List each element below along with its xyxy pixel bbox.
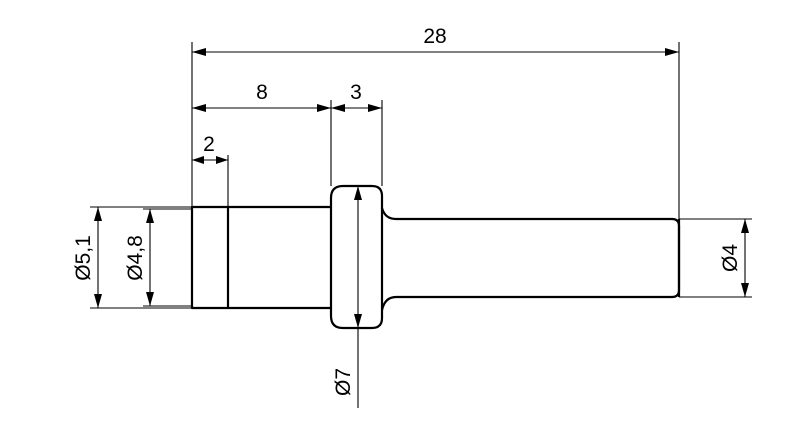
dimension-overall-length: 28 [192,25,679,56]
dimension-diameter-shaft: Ø4 [719,219,749,297]
dimension-diameter-step: Ø4,8 [124,209,154,306]
dimension-label-diameter-step: Ø4,8 [124,235,147,281]
dimension-label-diameter-outer: Ø5,1 [72,235,95,281]
collar-outline [329,184,384,330]
dimension-label-collar-width: 3 [350,81,362,104]
extension-lines [90,42,752,309]
step-segment-outline [190,205,230,310]
dimension-label-step: 2 [203,133,215,156]
dimension-label-diameter-collar: Ø7 [332,368,355,396]
dimension-label-overall: 28 [423,25,446,48]
dimension-label-body: 8 [256,81,268,104]
dimension-body-length: 8 [192,81,331,112]
body-segment-outline [228,205,330,310]
dimension-label-diameter-shaft: Ø4 [719,244,742,272]
pin-outline [190,184,681,330]
shaft-outline [380,207,681,311]
dimension-diameter-outer: Ø5,1 [72,207,102,308]
dimension-step-length: 2 [192,133,228,164]
dimension-diameter-collar: Ø7 [332,186,362,408]
dimension-collar-width: 3 [331,81,382,112]
